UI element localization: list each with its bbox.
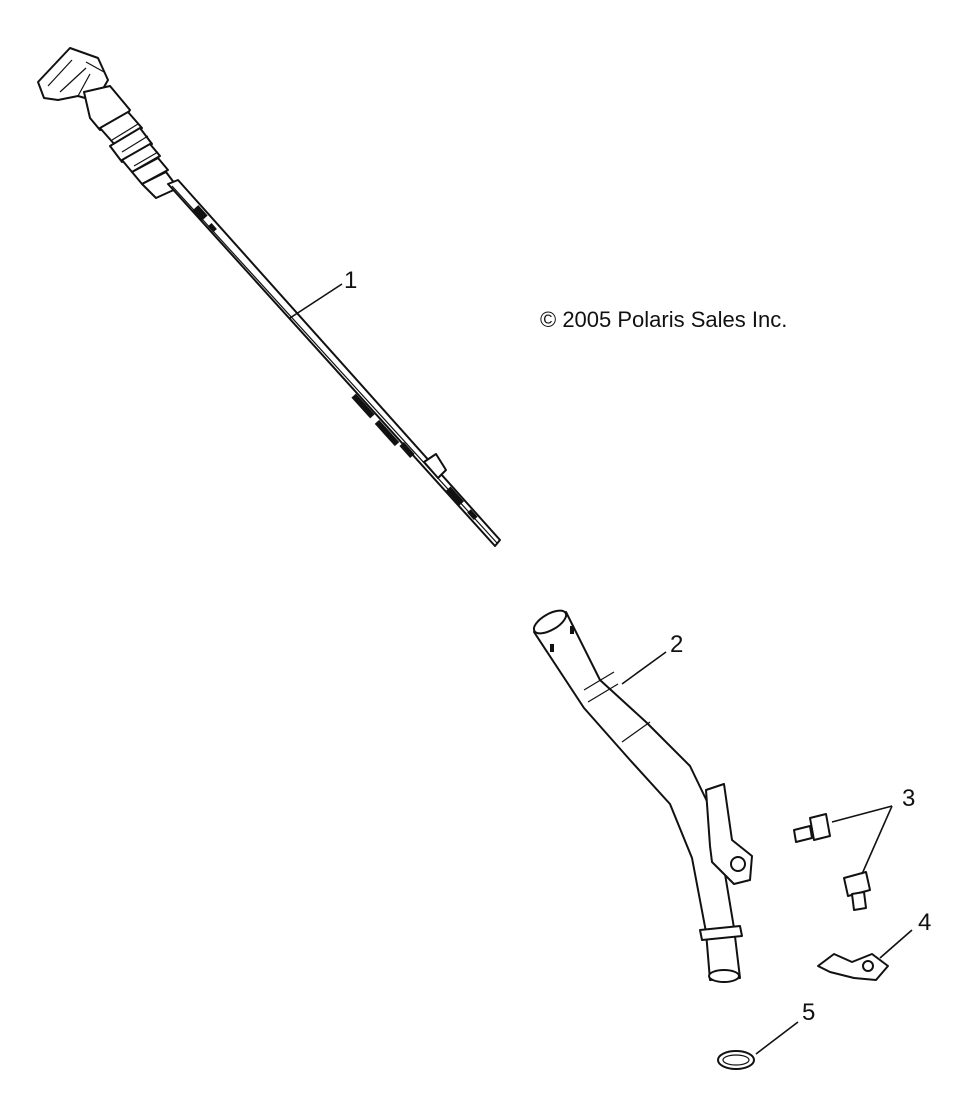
o-ring xyxy=(717,1050,755,1070)
leader-line-4 xyxy=(879,929,913,959)
leader-line-3a xyxy=(831,805,893,823)
callout-5: 5 xyxy=(802,999,815,1026)
bolt-lower xyxy=(843,871,871,911)
callout-2: 2 xyxy=(670,631,683,658)
dipstick-tube xyxy=(532,609,753,983)
leader-line-5 xyxy=(755,1021,799,1055)
bolt-upper xyxy=(793,813,831,843)
callout-1: 1 xyxy=(344,267,357,294)
leader-line-3b xyxy=(861,805,893,875)
copyright-text: © 2005 Polaris Sales Inc. xyxy=(540,307,787,332)
retaining-clip xyxy=(817,953,889,981)
callout-4: 4 xyxy=(918,909,931,936)
dipstick xyxy=(37,47,501,547)
callout-3: 3 xyxy=(902,785,915,812)
leader-line-2 xyxy=(621,651,667,685)
leader-line-1 xyxy=(289,283,343,319)
